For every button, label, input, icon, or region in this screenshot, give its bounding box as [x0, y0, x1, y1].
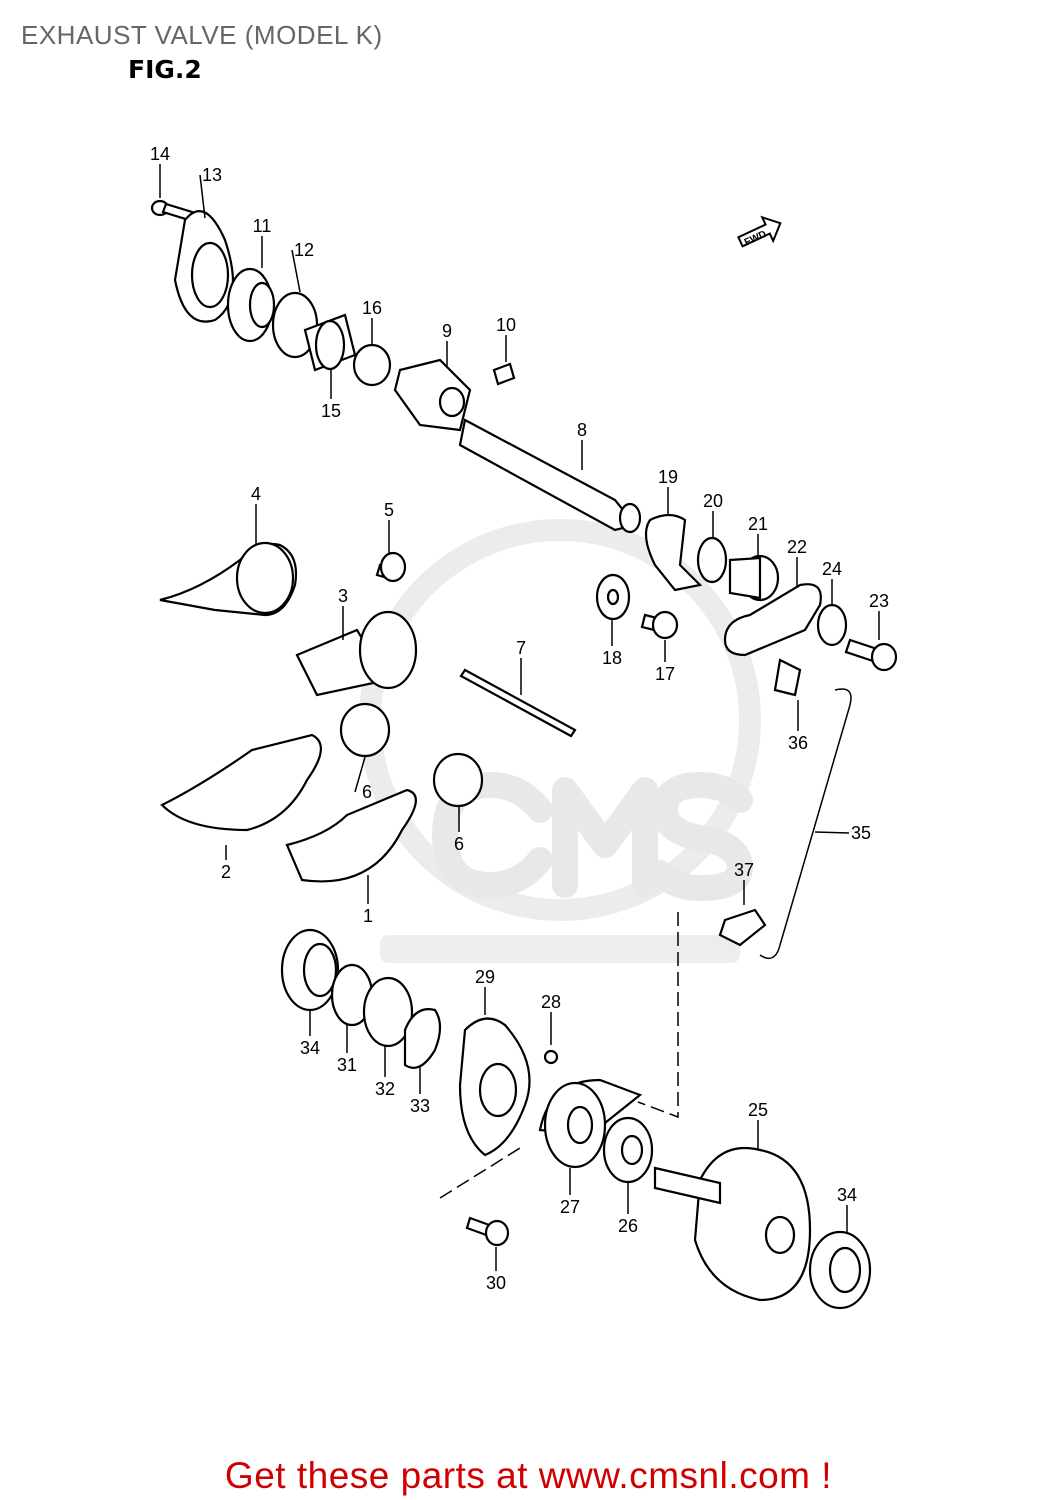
- part-number: 12: [294, 240, 314, 260]
- part-number: 29: [475, 967, 495, 987]
- part-number: 22: [787, 537, 807, 557]
- part-label-18: 18: [602, 620, 622, 668]
- fwd-marker: FWD: [737, 215, 782, 249]
- part-label-13: 13: [199, 165, 222, 219]
- part-label-33: 33: [410, 1065, 430, 1116]
- leader-line: [354, 756, 366, 793]
- part-label-34: 34: [837, 1185, 857, 1232]
- part-label-17: 17: [655, 640, 675, 684]
- part-label-32: 32: [375, 1046, 395, 1099]
- part-label-20: 20: [703, 491, 723, 538]
- part-number: 23: [869, 591, 889, 611]
- part-number: 7: [516, 638, 526, 658]
- part-number: 2: [221, 862, 231, 882]
- leader-line: [814, 831, 850, 834]
- part-number: 11: [253, 216, 272, 236]
- part-label-10: 10: [496, 315, 516, 362]
- part-number: 6: [362, 782, 372, 802]
- part-label-35: 35: [814, 823, 871, 843]
- part-label-14: 14: [150, 144, 170, 198]
- part-label-7: 7: [516, 638, 526, 695]
- part-number: 10: [496, 315, 516, 335]
- part-label-27: 27: [560, 1168, 580, 1217]
- part-label-2: 2: [221, 845, 231, 882]
- part-number: 4: [251, 484, 261, 504]
- arrow-right-icon: [737, 215, 782, 248]
- part-label-37: 37: [734, 860, 754, 905]
- part-label-6: 6: [354, 756, 372, 802]
- part-shapes: [150, 199, 898, 1310]
- fwd-label: FWD: [743, 229, 768, 249]
- part-number: 20: [703, 491, 723, 511]
- part-number: 30: [486, 1273, 506, 1293]
- part-label-12: 12: [291, 240, 314, 293]
- part-label-5: 5: [384, 500, 394, 555]
- part-number: 27: [560, 1197, 580, 1217]
- part-number: 25: [748, 1100, 768, 1120]
- watermark: [359, 519, 761, 963]
- part-number: 33: [410, 1096, 430, 1116]
- part-label-31: 31: [337, 1025, 357, 1075]
- part-number: 16: [362, 298, 382, 318]
- part-number: 17: [655, 664, 675, 684]
- footer-link[interactable]: Get these parts at www.cmsnl.com !: [224, 1455, 833, 1496]
- part-label-11: 11: [253, 216, 272, 268]
- part-number: 1: [363, 906, 373, 926]
- part-number: 14: [150, 144, 170, 164]
- part-label-22: 22: [787, 537, 807, 588]
- watermark-brand-logo: [432, 772, 753, 901]
- part-label-1: 1: [363, 875, 373, 926]
- part-label-4: 4: [251, 484, 261, 545]
- part-label-24: 24: [822, 559, 842, 605]
- part-number: 19: [658, 467, 678, 487]
- part-number: 34: [837, 1185, 857, 1205]
- part-number: 8: [577, 420, 587, 440]
- part-label-8: 8: [577, 420, 587, 470]
- part-number: 34: [300, 1038, 320, 1058]
- part-label-3: 3: [338, 586, 348, 640]
- part-number: 31: [337, 1055, 357, 1075]
- part-label-29: 29: [475, 967, 495, 1015]
- part-number: 21: [748, 514, 768, 534]
- part-label-19: 19: [658, 467, 678, 515]
- part-number: 37: [734, 860, 754, 880]
- part-label-9: 9: [442, 321, 452, 368]
- part-label-15: 15: [321, 370, 341, 421]
- part-number: 28: [541, 992, 561, 1012]
- part-number: 6: [454, 834, 464, 854]
- part-label-16: 16: [362, 298, 382, 345]
- part-number: 24: [822, 559, 842, 579]
- part-label-25: 25: [748, 1100, 768, 1150]
- part-number: 36: [788, 733, 808, 753]
- part-label-21: 21: [748, 514, 768, 556]
- leader-line: [291, 249, 301, 293]
- part-number: 13: [202, 165, 222, 185]
- watermark-url-logo: [380, 935, 740, 963]
- part-label-34: 34: [300, 1010, 320, 1058]
- leader-line: [199, 174, 206, 219]
- part-number: 15: [321, 401, 341, 421]
- part-number: 3: [338, 586, 348, 606]
- part-label-26: 26: [618, 1182, 638, 1236]
- part-number: 18: [602, 648, 622, 668]
- part-label-28: 28: [541, 992, 561, 1045]
- part-label-6: 6: [454, 807, 464, 854]
- part-number: 9: [442, 321, 452, 341]
- part-number: 5: [384, 500, 394, 520]
- part-label-30: 30: [486, 1247, 506, 1293]
- figure-number: FIG.2: [128, 55, 202, 84]
- part-label-23: 23: [869, 591, 889, 640]
- part-number: 26: [618, 1216, 638, 1236]
- part-number: 35: [851, 823, 871, 843]
- diagram-title: EXHAUST VALVE (MODEL K): [21, 20, 383, 50]
- part-number: 32: [375, 1079, 395, 1099]
- part-label-36: 36: [788, 700, 808, 753]
